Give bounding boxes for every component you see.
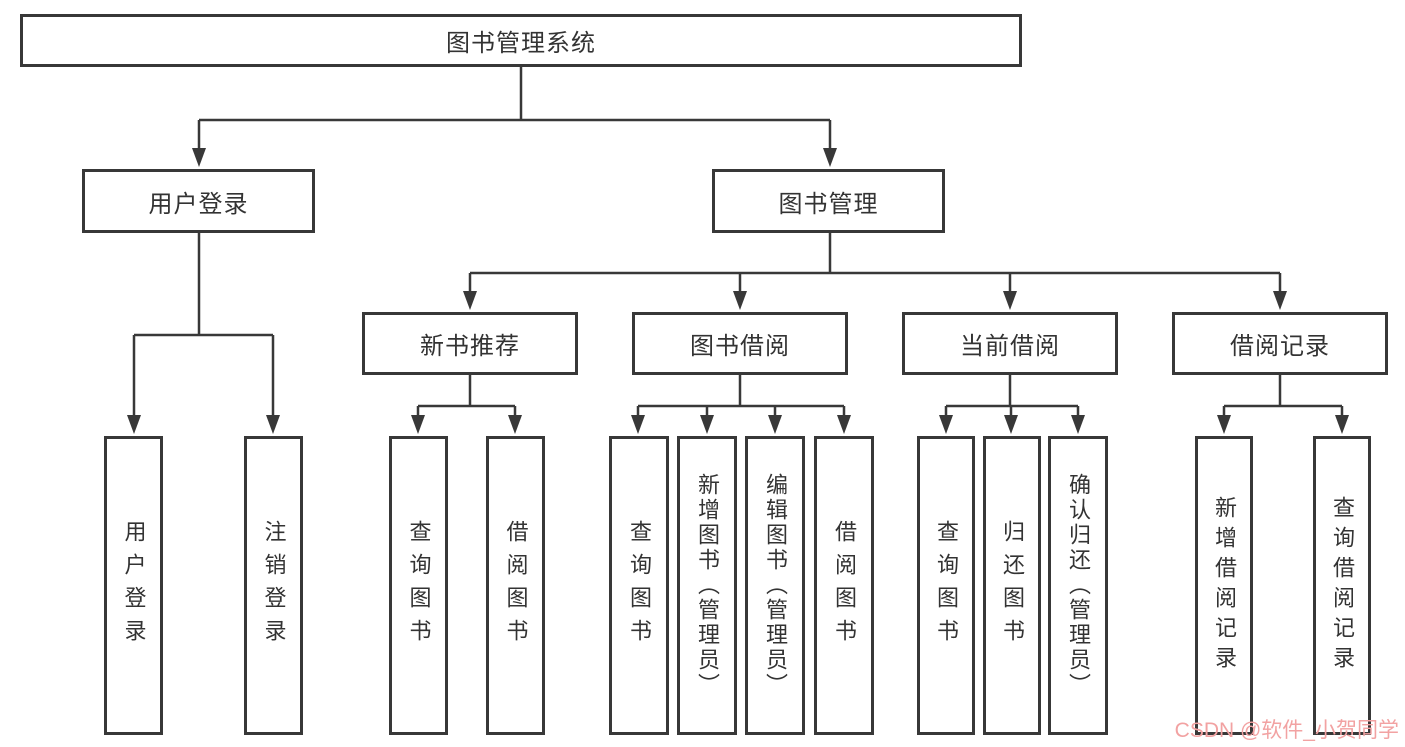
leaf-user-login: 用户登录: [104, 436, 163, 735]
node-book-borrow: 图书借阅: [632, 312, 848, 375]
leaf-query-borrow-record: 查询借阅记录: [1313, 436, 1371, 735]
leaf-add-borrow-record: 新增借阅记录: [1195, 436, 1253, 735]
leaf-add-books-admin: 新增图书（管理员）: [677, 436, 737, 735]
leaf-borrow-books: 借阅图书: [814, 436, 874, 735]
node-book-management: 图书管理: [712, 169, 945, 233]
node-label: 借阅图书: [832, 519, 857, 652]
node-label: 新书推荐: [420, 333, 520, 360]
node-label: 借阅记录: [1230, 333, 1330, 360]
node-label: 查询图书: [627, 519, 652, 652]
leaf-return-books: 归还图书: [983, 436, 1041, 735]
leaf-borrow-books: 借阅图书: [486, 436, 545, 735]
node-label: 用户登录: [121, 519, 147, 652]
node-label: 归还图书: [1000, 519, 1025, 652]
node-label: 编辑图书（管理员）: [763, 473, 788, 698]
node-label: 图书管理系统: [446, 30, 596, 57]
node-current-borrow: 当前借阅: [902, 312, 1118, 375]
node-label: 图书管理: [778, 190, 879, 218]
node-label: 图书借阅: [690, 333, 790, 360]
node-label: 借阅图书: [503, 519, 529, 652]
leaf-edit-books-admin: 编辑图书（管理员）: [745, 436, 805, 735]
csdn-watermark: CSDN @软件_小贺同学: [1174, 719, 1399, 742]
node-borrow-records: 借阅记录: [1172, 312, 1388, 375]
leaf-confirm-return-admin: 确认归还（管理员）: [1048, 436, 1108, 735]
leaf-query-books: 查询图书: [389, 436, 448, 735]
node-user-login: 用户登录: [82, 169, 315, 233]
node-root: 图书管理系统: [20, 14, 1022, 67]
leaf-logout: 注销登录: [244, 436, 303, 735]
node-new-book-recommend: 新书推荐: [362, 312, 578, 375]
node-label: 查询借阅记录: [1330, 495, 1355, 676]
node-label: 新增借阅记录: [1212, 495, 1237, 676]
node-label: 新增图书（管理员）: [695, 473, 720, 698]
arrowheads: [127, 148, 1349, 434]
node-label: 当前借阅: [960, 333, 1060, 360]
node-label: 查询图书: [934, 519, 959, 652]
node-label: 注销登录: [261, 519, 287, 652]
node-label: 确认归还（管理员）: [1066, 473, 1091, 698]
leaf-query-books: 查询图书: [609, 436, 669, 735]
node-label: 用户登录: [148, 190, 249, 218]
node-label: 查询图书: [406, 519, 432, 652]
leaf-query-books: 查询图书: [917, 436, 975, 735]
